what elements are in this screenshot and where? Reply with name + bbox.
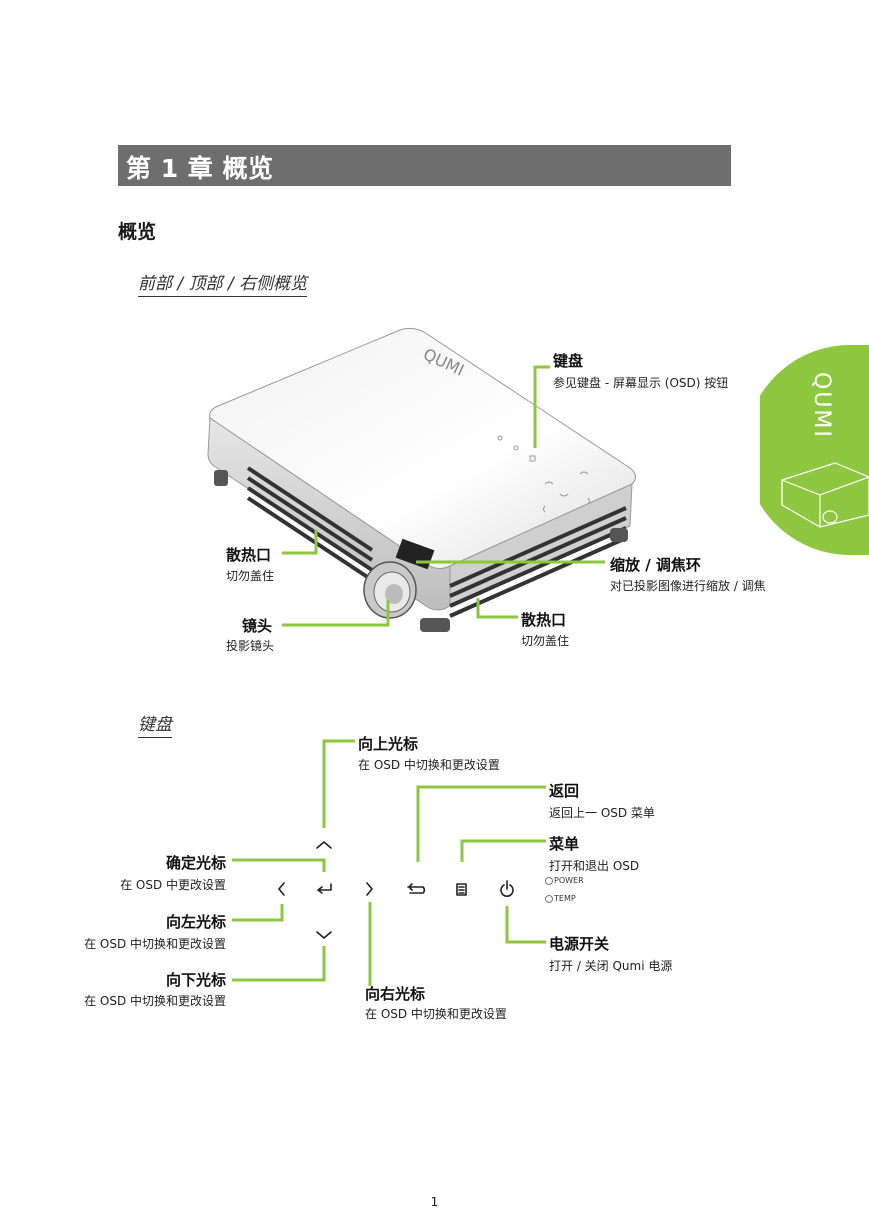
callout-back-label: 返回 (549, 782, 580, 800)
callout-menu-desc: 打开和退出 OSD (549, 859, 640, 873)
callout-keyboard-label: 键盘 (553, 352, 584, 370)
keypad-callout-lines (232, 739, 546, 986)
callout-right-label: 向右光标 (365, 985, 426, 1003)
power-led-label: POWER (554, 876, 584, 885)
callout-back-desc: 返回上一 OSD 菜单 (549, 806, 655, 820)
callout-lens-desc: 投影镜头 (226, 639, 275, 653)
callout-vent-left-label: 散热口 (226, 546, 272, 564)
callout-keyboard-desc: 参见键盘 - 屏幕显示 (OSD) 按钮 (553, 376, 729, 390)
menu-icon (456, 883, 467, 896)
lens-graphic (363, 561, 417, 619)
chevron-left-icon (278, 882, 285, 896)
callout-up-desc: 在 OSD 中切换和更改设置 (358, 758, 500, 772)
keypad-buttons (278, 841, 514, 939)
keypad-subtitle: 键盘 (138, 710, 172, 738)
side-tab-projector-icon (781, 462, 869, 528)
callout-power-label: 电源开关 (549, 935, 610, 953)
chapter-header-bar (118, 145, 731, 186)
chevron-right-icon (366, 882, 373, 896)
overview-subtitle: 前部 / 顶部 / 右侧概览 (138, 269, 308, 297)
callout-menu-label: 菜单 (549, 835, 580, 853)
chapter-title: 第 1 章 概览 (126, 154, 274, 183)
chevron-down-icon (316, 931, 332, 939)
callout-down-desc: 在 OSD 中切换和更改设置 (84, 994, 226, 1008)
callout-up-label: 向上光标 (358, 735, 419, 753)
callout-vent-left-desc: 切勿盖住 (226, 569, 275, 583)
callout-left-desc: 在 OSD 中切换和更改设置 (84, 937, 226, 951)
callout-right-desc: 在 OSD 中切换和更改设置 (365, 1007, 507, 1021)
vent-grille-left (246, 466, 374, 582)
power-icon (500, 880, 514, 897)
callout-zoom-focus-label: 缩放 / 调焦环 (610, 556, 701, 574)
callout-lens-label: 镜头 (242, 617, 273, 635)
callout-vent-right-label: 散热口 (521, 611, 567, 629)
callout-down-label: 向下光标 (165, 971, 226, 989)
callout-left-label: 向左光标 (165, 913, 226, 931)
temp-led (545, 895, 553, 903)
chevron-up-icon (316, 841, 332, 849)
callout-power-desc: 打开 / 关闭 Qumi 电源 (549, 959, 673, 973)
temp-led-label: TEMP (554, 894, 576, 903)
page-number: 1 (430, 1195, 439, 1209)
back-icon (407, 883, 426, 894)
side-tab (760, 345, 869, 555)
projector-keypad-marks (497, 435, 590, 513)
section-title: 概览 (118, 221, 157, 243)
callout-enter-desc: 在 OSD 中更改设置 (120, 878, 226, 892)
enter-icon (317, 883, 332, 894)
callout-vent-right-desc: 切勿盖住 (521, 634, 570, 648)
callout-enter-label: 确定光标 (165, 854, 226, 872)
overview-callout-lines (282, 365, 605, 627)
power-led (545, 877, 553, 885)
callout-zoom-focus-desc: 对已投影图像进行缩放 / 调焦 (610, 579, 766, 593)
